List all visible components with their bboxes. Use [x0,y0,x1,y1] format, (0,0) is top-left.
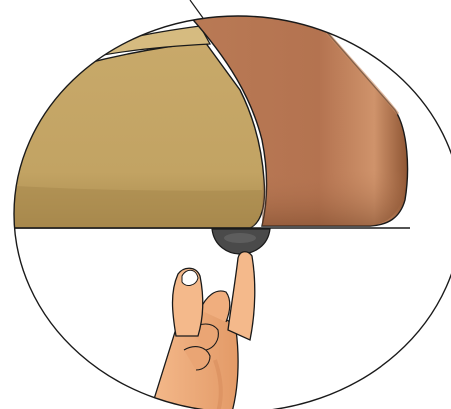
pointing-finger-icon [150,252,255,409]
right-panel-bottom-shade [262,170,406,226]
left-panel-shade [0,185,262,228]
magnified-detail [0,11,410,409]
leader-line [190,0,203,18]
